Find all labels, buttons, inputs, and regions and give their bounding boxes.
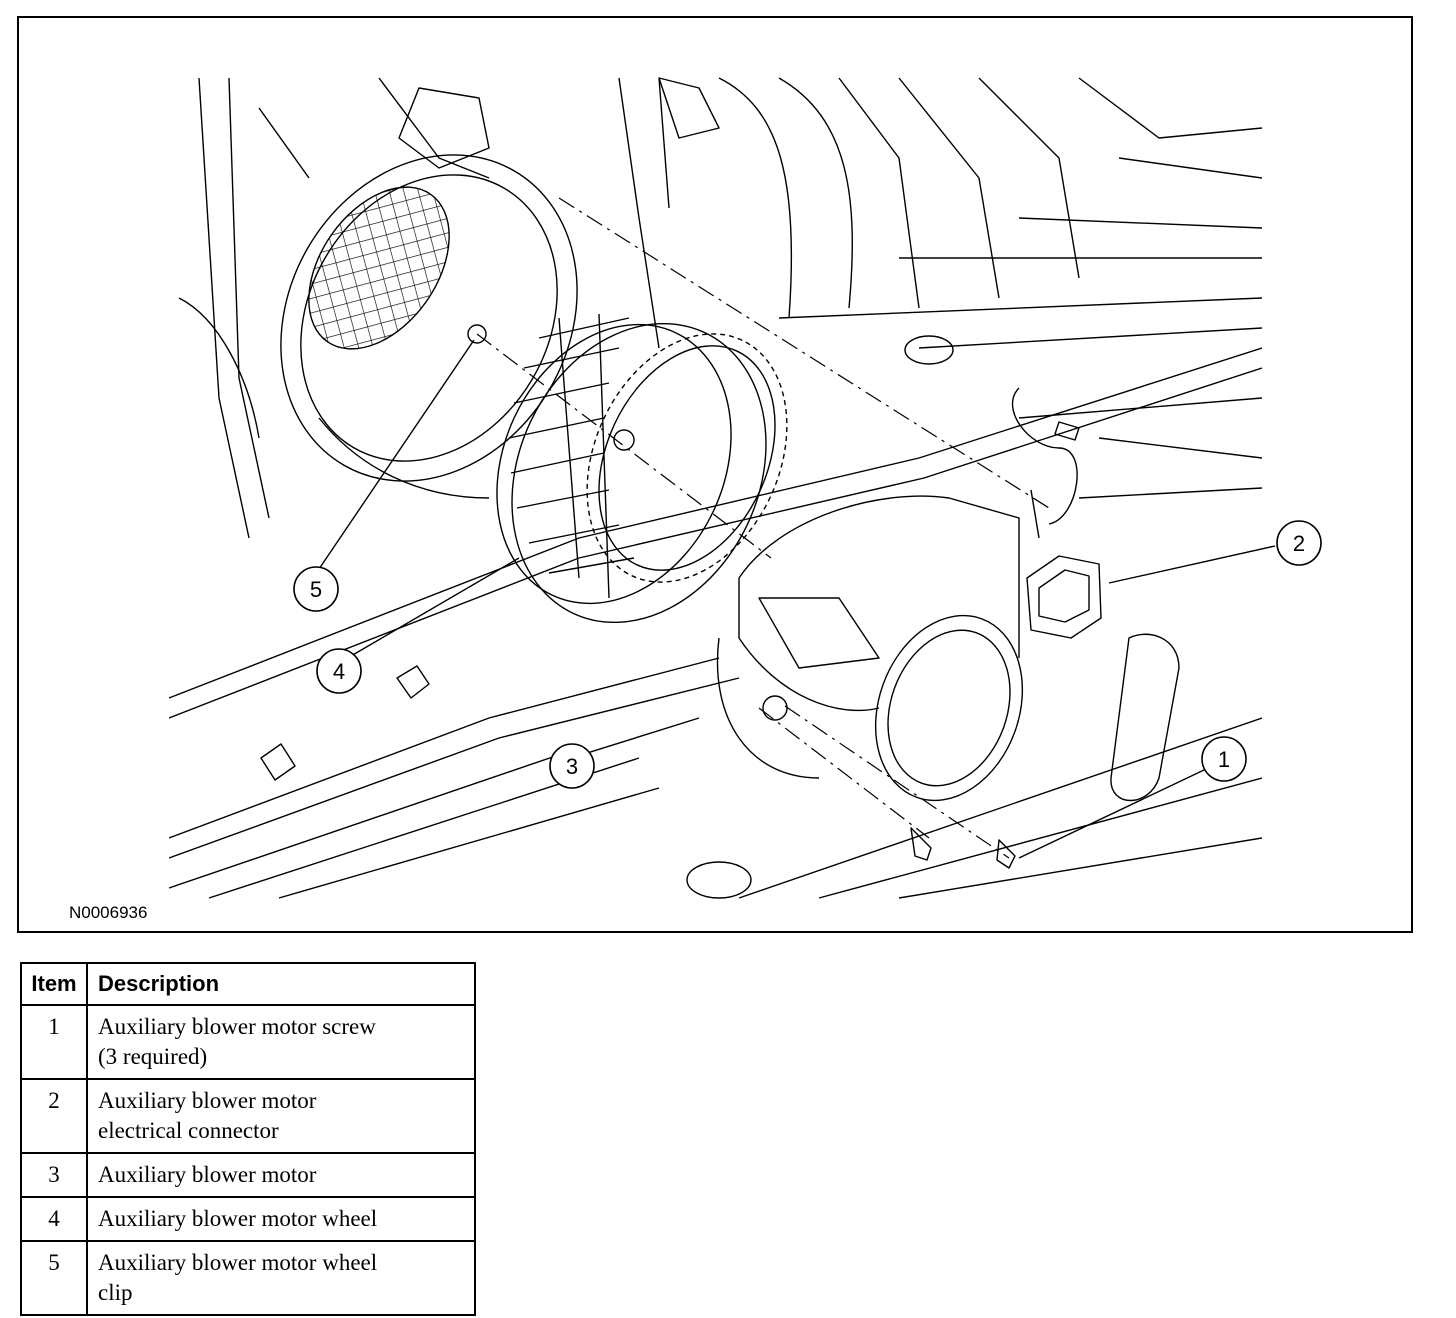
item-header: Item: [20, 962, 88, 1006]
svg-text:2: 2: [1293, 531, 1305, 556]
item-number: 2: [20, 1078, 88, 1154]
legend-header-row: Item Description: [20, 962, 476, 1006]
svg-text:4: 4: [333, 659, 345, 684]
table-row: 1 Auxiliary blower motor screw(3 require…: [20, 1004, 476, 1080]
wire-loop: [1012, 387, 1078, 525]
callout-4: 4: [316, 648, 362, 694]
grommets-drawing: [260, 335, 1180, 899]
item-description: Auxiliary blower motor wheel: [86, 1196, 476, 1242]
leader-lines: [318, 339, 1276, 859]
item-description: Auxiliary blower motor screw(3 required): [86, 1004, 476, 1080]
electrical-connector-drawing: [1026, 555, 1102, 639]
table-row: 4 Auxiliary blower motor wheel: [20, 1196, 476, 1242]
svg-text:1: 1: [1218, 747, 1230, 772]
figure-frame: 1 2 3 4 5 N0006936: [17, 16, 1413, 933]
item-number: 3: [20, 1152, 88, 1198]
item-description: Auxiliary blower motor: [86, 1152, 476, 1198]
blower-housing: [280, 154, 578, 499]
item-number: 1: [20, 1004, 88, 1080]
table-row: 3 Auxiliary blower motor: [20, 1152, 476, 1198]
callout-1: 1: [1201, 736, 1247, 782]
item-number: 4: [20, 1196, 88, 1242]
legend-table: Item Description 1 Auxiliary blower moto…: [20, 962, 476, 1316]
callout-2: 2: [1276, 520, 1322, 566]
exploded-view-drawing: 1 2 3 4 5: [169, 77, 1322, 899]
callout-5: 5: [293, 566, 339, 612]
figure-id-label: N0006936: [69, 903, 148, 922]
callout-3: 3: [549, 743, 595, 789]
housing-background: [169, 77, 1262, 899]
assembly-center-lines: [476, 197, 1050, 859]
svg-text:5: 5: [310, 577, 322, 602]
screws-drawing: [910, 421, 1080, 869]
blower-wheel-drawing: [496, 313, 788, 624]
svg-text:3: 3: [566, 754, 578, 779]
blower-motor-drawing: [716, 489, 1040, 802]
description-header: Description: [86, 962, 476, 1006]
item-number: 5: [20, 1240, 88, 1316]
